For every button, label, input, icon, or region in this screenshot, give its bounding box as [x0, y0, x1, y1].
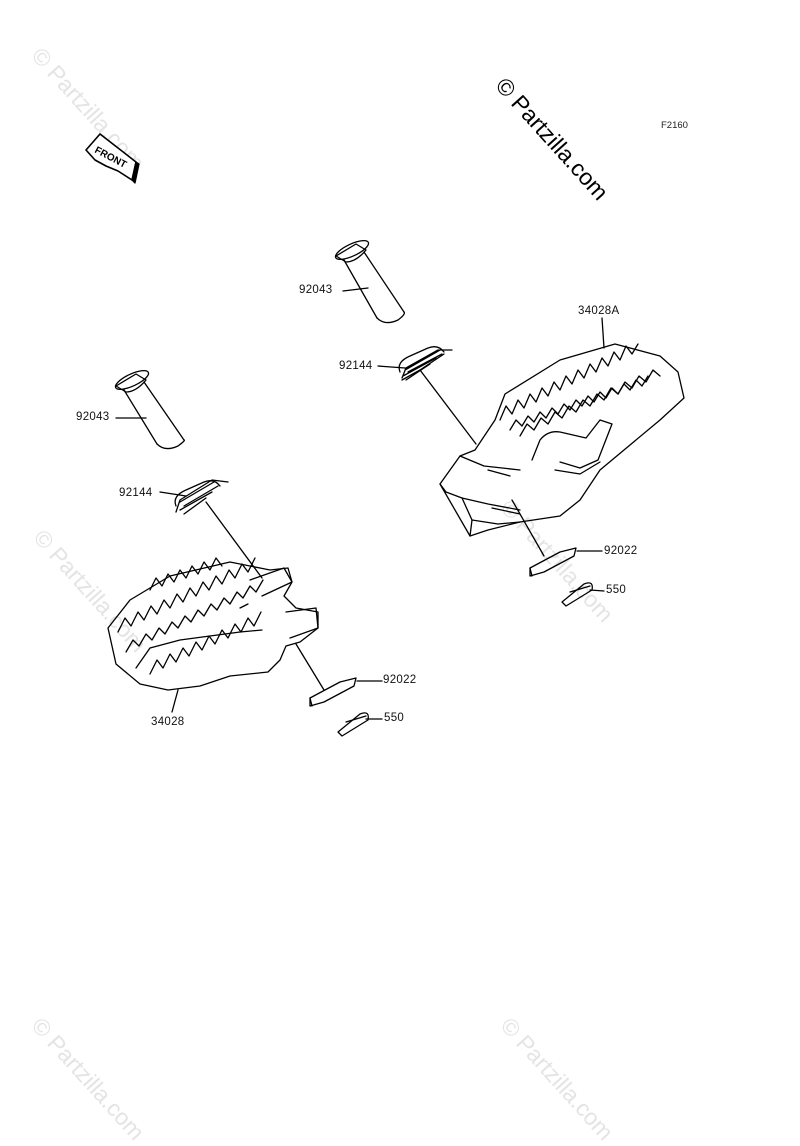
part-label-550-left[interactable]: 550	[384, 712, 405, 724]
cotter-right	[561, 582, 593, 607]
diagram-code: F2160	[661, 120, 688, 131]
part-label-92022-right[interactable]: 92022	[604, 545, 638, 557]
front-arrow-icon: FRONT	[85, 133, 140, 184]
part-label-92144-left[interactable]: 92144	[119, 487, 153, 499]
washer-right	[529, 547, 577, 577]
parts-diagram: FRONT	[85, 133, 685, 737]
pin-left	[114, 369, 186, 450]
spring-right	[398, 346, 453, 381]
washer-left	[309, 677, 357, 707]
part-label-92144-right[interactable]: 92144	[339, 360, 373, 372]
spring-left	[174, 479, 229, 515]
footpeg-left	[107, 557, 319, 691]
part-label-92022-left[interactable]: 92022	[383, 674, 417, 686]
part-label-34028[interactable]: 34028	[151, 716, 185, 728]
part-label-92043-right[interactable]: 92043	[299, 284, 333, 296]
footpeg-right	[439, 343, 685, 537]
cotter-left	[337, 712, 369, 737]
part-label-550-right[interactable]: 550	[606, 584, 627, 596]
pin-right	[334, 239, 406, 324]
part-label-92043-left[interactable]: 92043	[76, 411, 110, 423]
part-label-34028A[interactable]: 34028A	[578, 305, 620, 317]
